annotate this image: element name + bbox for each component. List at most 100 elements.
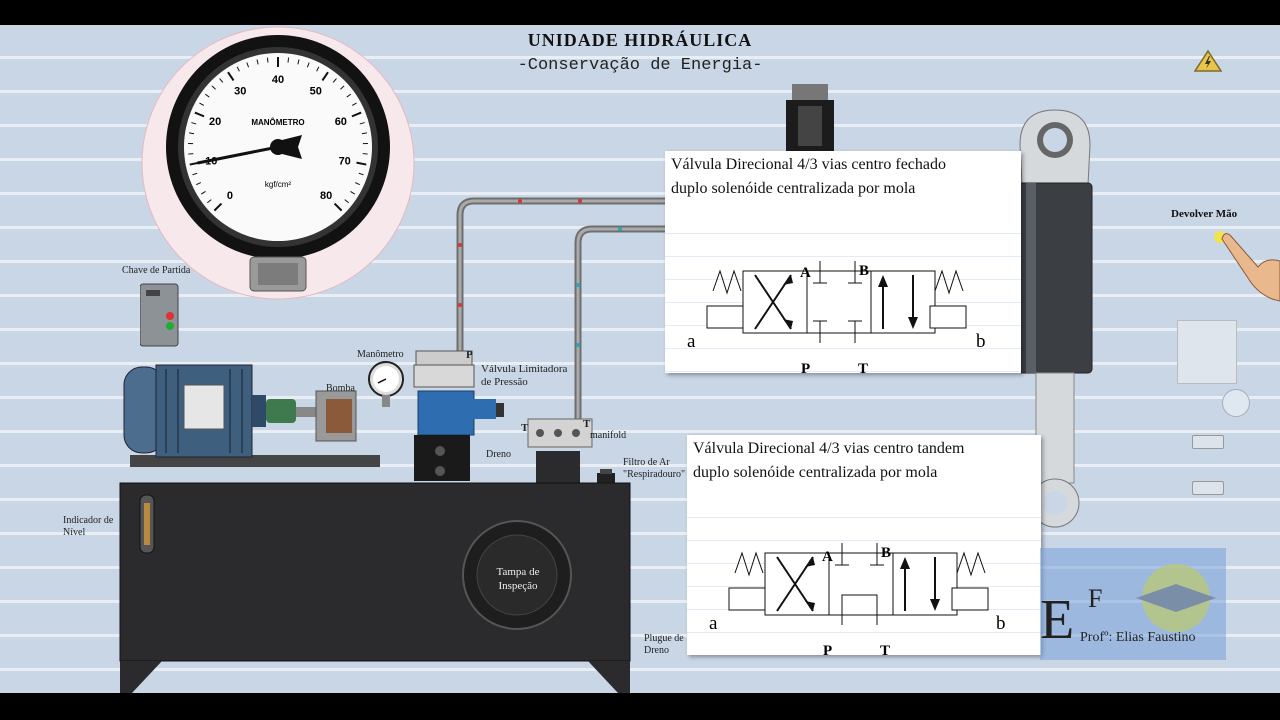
start-button-icon [166, 322, 174, 330]
gauge-minor-tick [201, 190, 206, 195]
gauge-minor-tick [246, 62, 250, 68]
manometer-label: Manômetro [357, 349, 404, 360]
gauge-major-tick [227, 71, 235, 82]
hydraulic-pipes [456, 197, 666, 425]
gauge-minor-tick [199, 102, 205, 106]
gauge-minor-tick [297, 59, 300, 65]
gauge-unit: kgf/cm² [265, 180, 292, 189]
valve-panel-title-line1: Válvula Direcional 4/3 vias centro fecha… [671, 156, 946, 173]
port-b-label: B [859, 263, 870, 279]
manifold-block [527, 418, 593, 483]
solenoid-coil [786, 84, 834, 152]
relief-valve-label-line1: Válvula Limitadora [481, 363, 568, 375]
page-title: UNIDADE HIDRÁULICA [527, 30, 753, 50]
gauge-needle [197, 145, 279, 165]
gauge-scale-number: 70 [339, 155, 351, 167]
gauge-minor-tick [346, 93, 352, 98]
valve-panel-title-line2: duplo solenóide centralizada por mola [693, 464, 938, 481]
gauge-minor-tick [351, 102, 357, 106]
drain-plug-label: Plugue de Dreno [644, 633, 684, 657]
gauge-minor-tick [196, 182, 202, 186]
solenoid-b-label: b [976, 331, 986, 352]
return-hand-button[interactable]: Devolver Mão [1171, 208, 1238, 220]
relief-port-p: P [466, 349, 473, 361]
manifold-label: manifold [590, 430, 627, 441]
gauge-minor-tick [344, 199, 349, 204]
valve-symbol-tandem-center [728, 543, 989, 625]
port-a-label: A [822, 549, 833, 565]
valve-panel-title-line1: Válvula Direcional 4/3 vias centro tande… [693, 440, 965, 457]
hydraulic-scene: UNIDADE HIDRÁULICA -Conservação de Energ… [0, 25, 1280, 693]
gauge-scale-number: 30 [234, 85, 246, 97]
manifold-port-t-left: T [521, 422, 529, 434]
manifold-port-t-right: T [583, 418, 591, 430]
warning-icon[interactable] [1194, 49, 1222, 73]
level-indicator-label-line2: Nível [63, 527, 86, 538]
relief-valve-label-line2: de Pressão [481, 376, 528, 388]
gauge-minor-tick [207, 199, 212, 204]
gauge-major-tick [213, 202, 223, 212]
reservoir-tank [119, 482, 631, 693]
gauge-scale-number: 20 [209, 116, 221, 128]
gauge-label: MANÔMETRO [251, 118, 304, 127]
level-indicator-label: Indicador de Nível [63, 515, 113, 539]
gauge-minor-tick [256, 59, 259, 65]
port-t-label: T [858, 361, 869, 377]
gauge-minor-tick [287, 57, 290, 63]
start-switch[interactable] [140, 280, 180, 350]
start-switch-label: Chave de Partida [122, 265, 191, 276]
gauge-major-tick [321, 71, 329, 82]
relief-valve-block [413, 350, 504, 481]
stop-button-icon [166, 312, 174, 320]
gauge-scale-number: 40 [272, 74, 284, 86]
inspection-cover-label-line1: Tampa de [496, 566, 540, 578]
gauge-minor-tick [358, 172, 364, 176]
gauge-minor-tick [359, 122, 365, 125]
gauge-major-tick [333, 202, 343, 212]
gauge-minor-tick [332, 78, 337, 83]
valve-symbol-closed-center [706, 261, 967, 343]
page-subtitle: -Conservação de Energia- [517, 56, 763, 75]
pressure-gauge: MANÔMETRO kgf/cm² 01020304050607080 [141, 26, 415, 300]
gauge-minor-tick [350, 190, 355, 195]
port-p-label: P [823, 643, 833, 659]
logo-letter-f: F [1088, 584, 1103, 613]
gauge-scale-number: 60 [335, 116, 347, 128]
gauge-minor-tick [306, 62, 310, 68]
round-toggle-button[interactable] [1222, 389, 1250, 417]
solenoid-a-label: a [687, 331, 696, 352]
gauge-minor-tick [211, 85, 216, 90]
valve-panel-title-line2: duplo solenóide centralizada por mola [671, 180, 916, 197]
small-manometer [368, 361, 404, 407]
side-panel-button-2[interactable] [1192, 481, 1224, 495]
hydraulic-cylinder [1017, 109, 1093, 528]
drain-plug-label-line2: Dreno [644, 645, 669, 656]
logo-letter-e: E [1040, 589, 1075, 651]
gauge-minor-tick [236, 66, 240, 72]
air-filter-label-line2: "Respiradouro" [623, 469, 686, 480]
gauge-major-tick [356, 161, 367, 166]
port-b-label: B [881, 545, 892, 561]
side-panel-button-1[interactable] [1192, 435, 1224, 449]
inspection-cover-label-line2: Inspeção [498, 580, 538, 592]
hand-pointer-icon[interactable] [1200, 221, 1280, 331]
mini-chart-thumbnail[interactable] [1177, 320, 1237, 384]
drain-label: Dreno [486, 449, 511, 460]
gauge-minor-tick [204, 93, 210, 98]
gauge-minor-tick [192, 172, 198, 176]
pump-label: Bomba [326, 383, 355, 394]
gauge-minor-tick [316, 66, 320, 72]
port-t-label: T [880, 643, 891, 659]
gauge-scale-number: 50 [310, 85, 322, 97]
gauge-minor-tick [361, 132, 367, 135]
author-logo: E F Profº: Elias Faustino [1040, 548, 1226, 660]
solenoid-b-label: b [996, 613, 1006, 634]
drain-plug-label-line1: Plugue de [644, 633, 684, 644]
port-p-label: P [801, 361, 811, 377]
port-a-label: A [800, 265, 811, 281]
gauge-scale-number: 80 [320, 190, 332, 202]
inspection-cover-label: Tampa de Inspeção [492, 565, 544, 593]
level-indicator-label-line1: Indicador de [63, 515, 114, 526]
valve-panel-tandem-center: Válvula Direcional 4/3 vias centro tande… [687, 435, 1041, 659]
air-filter-label-line1: Filtro de Ar [623, 457, 670, 468]
